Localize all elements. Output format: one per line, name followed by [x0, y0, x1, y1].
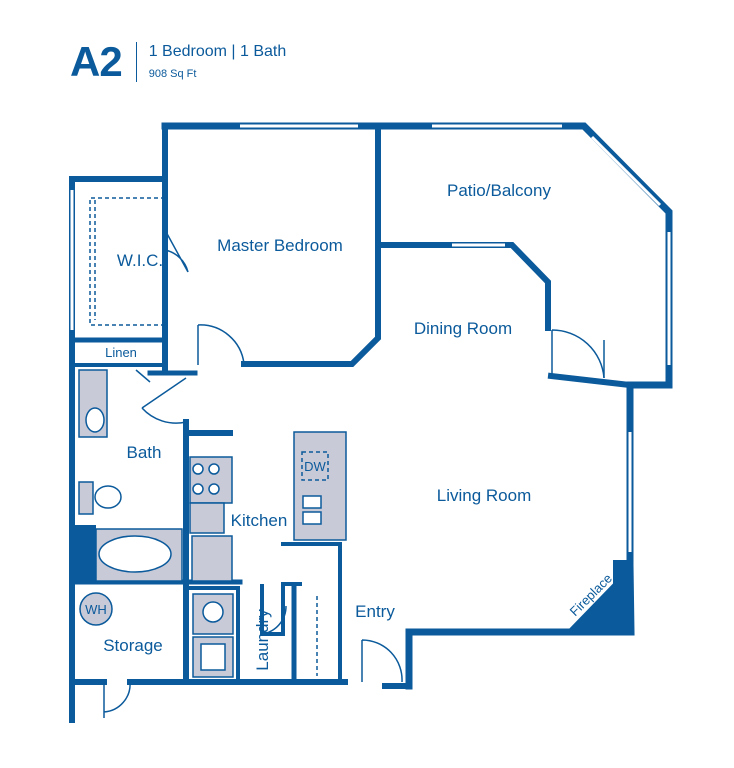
door-entry [361, 639, 403, 683]
door-patio-slider [511, 244, 549, 283]
wall-pantry [281, 542, 342, 684]
label-entry: Entry [355, 602, 395, 621]
burner-2 [208, 463, 220, 475]
toilet-bowl [94, 485, 122, 509]
label-dishwasher: DW [304, 459, 326, 474]
door-bath [141, 377, 187, 424]
wall-bed-patio [241, 123, 381, 367]
dishwasher-box [301, 451, 329, 481]
header-divider [135, 42, 137, 82]
label-bath: Bath [127, 443, 162, 462]
unit-area: 908 Sq Ft [148, 68, 197, 80]
label-laundry: Laundry [253, 609, 272, 671]
label-living: Living Room [437, 486, 532, 505]
burner-3 [192, 483, 204, 495]
kitchen-counter [189, 502, 225, 534]
unit-layout: 1 Bedroom | 1 Bath [148, 43, 287, 60]
door-dining [551, 329, 605, 379]
dryer-door [200, 643, 226, 671]
wall-patio-dining [378, 242, 551, 331]
label-dining: Dining Room [414, 319, 512, 338]
label-kitchen: Kitchen [231, 511, 288, 530]
water-heater [79, 592, 113, 626]
door-linen [135, 369, 151, 383]
plan-header: A2 1 Bedroom | 1 Bath 908 Sq Ft [70, 38, 286, 86]
door-laundry [261, 605, 287, 635]
wall-dining-right [547, 372, 634, 389]
door-wic [164, 229, 189, 273]
wall-laundry-door [260, 582, 285, 636]
label-wic: W.I.C. [117, 251, 163, 270]
toilet-tank [78, 481, 94, 515]
window-patio-diag [590, 135, 662, 207]
refrigerator [191, 535, 233, 582]
door-storage [103, 681, 131, 718]
wic-rod [89, 197, 165, 326]
label-water-heater: WH [85, 602, 107, 617]
washer-drum [202, 601, 224, 623]
bath-sink [85, 407, 105, 433]
unit-meta: 1 Bedroom | 1 Bath 908 Sq Ft [149, 42, 287, 82]
door-bedroom [197, 324, 245, 365]
label-patio: Patio/Balcony [447, 181, 551, 200]
unit-name: A2 [70, 38, 123, 85]
label-linen: Linen [105, 345, 137, 360]
burner-4 [208, 483, 220, 495]
label-storage: Storage [103, 636, 163, 655]
bath-wall-block [72, 525, 96, 581]
kitchen-sink-2 [302, 511, 322, 525]
living-wall-thick [613, 560, 633, 630]
label-master-bedroom: Master Bedroom [217, 236, 343, 255]
kitchen-sink-1 [302, 495, 322, 509]
bathtub-basin [98, 535, 172, 573]
burner-1 [192, 463, 204, 475]
